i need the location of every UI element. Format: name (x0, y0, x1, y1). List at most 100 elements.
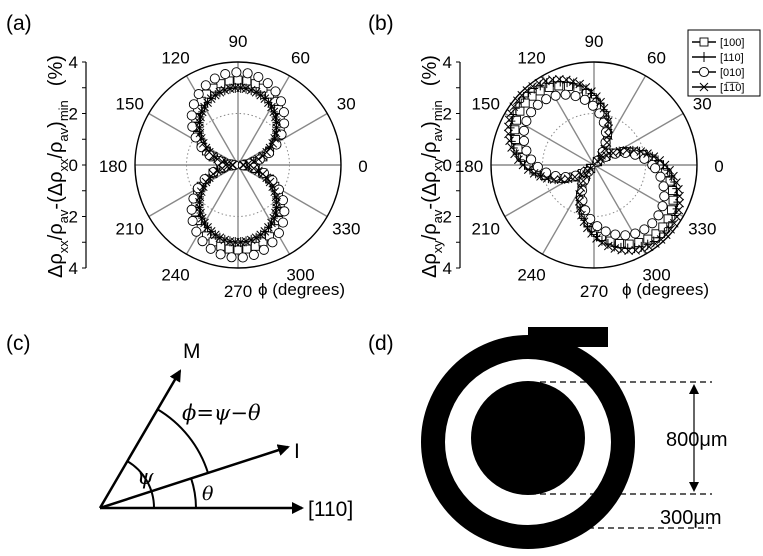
data-point (188, 99, 199, 110)
data-point (610, 148, 621, 159)
data-point (600, 226, 611, 237)
data-point (563, 174, 573, 184)
data-point (230, 83, 240, 93)
data-point (536, 172, 545, 181)
legend-label: [110] (720, 52, 744, 64)
data-point (215, 233, 225, 243)
data-point (198, 182, 208, 192)
data-point (187, 121, 198, 132)
data-point (267, 218, 276, 228)
data-point (608, 148, 618, 158)
legend-label: [100] (720, 37, 744, 49)
data-point (600, 127, 611, 138)
ylabel-b-part-7: av (430, 127, 445, 141)
data-point (204, 173, 214, 183)
data-point (273, 228, 284, 239)
data-point (581, 83, 591, 92)
ylabel-a-part-6: /ρ (45, 142, 67, 159)
data-point (580, 205, 591, 216)
data-point (198, 138, 208, 148)
data-point (674, 205, 684, 215)
arc-phi (156, 408, 209, 474)
r-axis-tick-label: 2 (443, 105, 452, 124)
dim-arrowhead-down (689, 482, 699, 492)
angle-tick-label: 300 (286, 265, 314, 284)
angle-tick-label: 300 (642, 265, 670, 284)
data-point (244, 162, 253, 171)
data-point (593, 156, 602, 166)
ylabel-b-part-4: -(Δρ (419, 172, 441, 210)
data-point (579, 175, 590, 186)
ylabel-b-part-2: /ρ (419, 223, 441, 240)
data-point (264, 223, 273, 232)
data-point (629, 146, 639, 155)
data-point (200, 80, 211, 91)
data-point (599, 103, 609, 113)
data-point (187, 215, 198, 227)
label-theta: θ (202, 483, 214, 505)
ylabel-a-part-8: ) (45, 121, 67, 128)
ylabel-a-part-2: /ρ (45, 223, 67, 240)
label-m: M (183, 340, 201, 363)
dim-label-800: 800μm (666, 429, 728, 451)
data-point (542, 174, 552, 183)
data-point (654, 155, 663, 166)
data-point (610, 244, 620, 253)
angle-tick-label: 210 (116, 220, 144, 239)
data-point (271, 192, 281, 202)
data-point (267, 237, 278, 248)
vector-m (98, 369, 182, 509)
data-point (201, 143, 211, 153)
legend: [100][110][010][1̅1̅0] (687, 29, 761, 97)
data-point (518, 135, 530, 146)
data-point (220, 235, 230, 245)
data-point (513, 96, 522, 106)
ylabel-b: Δρxy/ρav-(Δρxy/ρav)min(%) (419, 55, 445, 278)
ylabel-b-part-1: xy (430, 240, 445, 254)
data-point (237, 252, 248, 263)
data-point (630, 149, 641, 160)
data-point (262, 147, 272, 157)
angle-tick-label: 60 (291, 49, 310, 68)
data-point (658, 222, 668, 232)
data-point (643, 149, 652, 158)
data-point (246, 85, 256, 95)
ylabel-b-part-8: ) (419, 121, 441, 128)
data-point (512, 115, 521, 125)
data-point (186, 204, 197, 215)
panel-d: (d) 800μm 300μm (368, 327, 728, 549)
angle-tick-label: 0 (714, 157, 723, 176)
data-point (267, 102, 276, 112)
data-point (231, 67, 242, 78)
data-point (186, 110, 197, 121)
data-point (583, 223, 592, 233)
r-axis-tick-label: 2 (69, 208, 78, 227)
data-point (220, 69, 231, 80)
r-axis-tick-label: 4 (69, 259, 78, 278)
ylabel-a-part-9: min (56, 100, 71, 121)
data-point (208, 151, 218, 161)
r-axis-tick-label: 4 (443, 259, 452, 278)
data-point (215, 249, 226, 260)
data-point (604, 124, 614, 133)
data-point (592, 234, 601, 243)
data-point (655, 171, 666, 182)
r-axis-tick-label: 0 (443, 156, 452, 175)
label-psi: ψ (137, 465, 154, 489)
data-point (188, 193, 199, 204)
data-point (636, 147, 646, 156)
data-point (597, 238, 607, 247)
data-point (570, 91, 581, 102)
data-point (191, 226, 202, 237)
ylabel-b-part-5: xy (430, 158, 445, 172)
data-point (225, 237, 235, 246)
vector-i (99, 444, 290, 510)
ylabel-a-part-4: -(Δρ (45, 172, 67, 210)
data-point (568, 77, 578, 86)
ylabel-b-part-0: Δρ (419, 253, 441, 278)
data-point (672, 178, 681, 187)
data-point (521, 116, 532, 127)
data-point (200, 218, 209, 228)
data-point (586, 164, 595, 174)
data-point (617, 245, 627, 255)
